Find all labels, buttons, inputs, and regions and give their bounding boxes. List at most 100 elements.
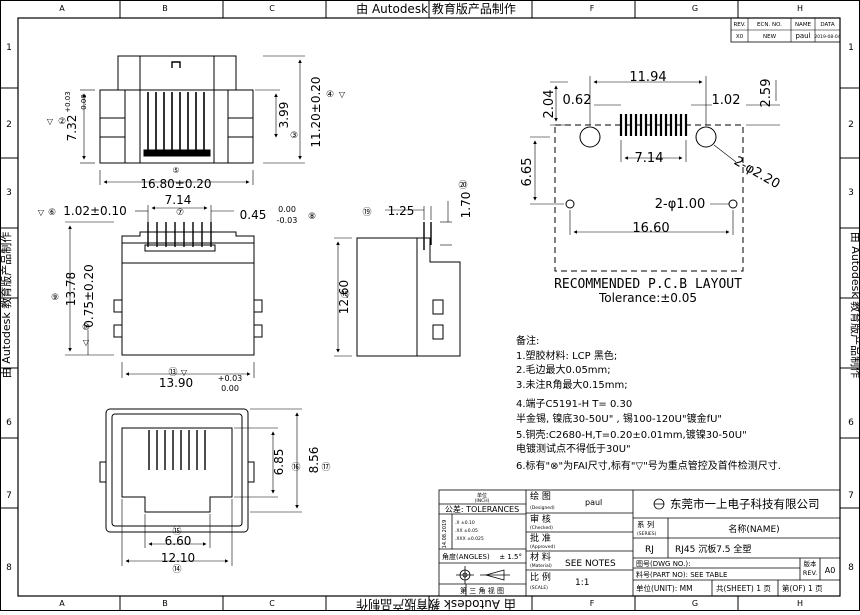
note-line: 1.塑胶材料: LCP 黑色; [516, 349, 617, 362]
projection-label: 第 三 角 视 图 [460, 586, 504, 595]
drawn-value: paul [585, 498, 602, 507]
zone-row-label: 3 [6, 188, 12, 198]
bottom-view [99, 408, 302, 566]
dim-top-2-04: 2.04 [542, 90, 557, 119]
note-line: 半金锡, 镍底30-50U" , 锡100-120U"镀金fU" [516, 412, 722, 425]
scale-label: 比 例 [530, 571, 551, 583]
dim-pin-span-7-14: 7.14 [635, 151, 664, 166]
part-label: 料号(PART NO): SEE TABLE [636, 570, 727, 579]
revision-table: REV. ECN. NO. NAME DATA X0 NEW paul 2019… [730, 17, 841, 43]
dim-height-3-99: 3.99 [277, 102, 291, 129]
badge-08: ⑧ [308, 212, 316, 222]
dim-pin-width-0-45: 0.45 [240, 208, 267, 222]
front-top-view [80, 55, 305, 185]
dim-pin-width-tol-plus: 0.00 [278, 205, 296, 214]
rev-cell: paul [795, 32, 810, 40]
fai-icon: ▽ [339, 90, 346, 99]
zone-col-label: H [797, 4, 803, 13]
approved-sub: (Approved) [530, 544, 555, 550]
note-line: 6.标有"⊗"为FAI尺寸,标有"▽"号为重点管控及首件检测尺寸. [516, 459, 781, 472]
front-view-dims: 1.02±0.10 7.14 0.45 0.00 -0.03 13.78 0.7… [38, 193, 316, 393]
side-view-dims: 1.25 1.70 12.60 ⑲ ⑳ ⑱ [337, 180, 473, 314]
dim-lead-1-25: 1.25 [388, 204, 415, 218]
zone-col-label: B [162, 4, 168, 13]
material-label: 材 料 [530, 551, 551, 563]
approved-label: 批 准 [530, 532, 551, 544]
dim-left-7-32: 7.32 [65, 115, 79, 142]
title-block-text: 单位 (INCH) 公差: TOLERANCES .X ±0.10 .XX ±0… [442, 490, 835, 595]
series-value: RJ [645, 545, 654, 555]
material-value: SEE NOTES [565, 559, 616, 569]
fai-icon: ▽ [83, 338, 90, 347]
note-line: 5.铜壳:C2680-H,T=0.20±0.01mm,镀镍30-50U" [516, 428, 747, 441]
note-line: 电镀测试点不得低于30U" [516, 442, 631, 455]
dim-height-12-60: 12.60 [337, 280, 351, 314]
zone-row-label: 2 [848, 120, 854, 130]
dim-vertical-6-65: 6.65 [520, 158, 535, 187]
dim-lead-height-1-70: 1.70 [459, 192, 473, 219]
dim-standoff-0-75: 0.75±0.20 [82, 264, 96, 328]
watermark-top: 由 Autodesk 教育版产品制作 [356, 1, 516, 16]
dwg-label: 图号(DWG NO.): [636, 560, 690, 568]
badge-07: ⑦ [176, 208, 184, 218]
zone-row-label: 6 [848, 418, 854, 428]
badge-03: ③ [290, 131, 298, 141]
series-sub: (SERIES) [637, 531, 657, 537]
series-label: 系 列 [637, 519, 654, 529]
pcb-title: RECOMMENDED P.C.B LAYOUT [554, 277, 742, 292]
rev-cell: X0 [736, 34, 744, 40]
badge-02: ② [58, 117, 66, 127]
dim-width-tol-minus: 0.00 [221, 384, 239, 393]
pcb-layout [530, 76, 780, 272]
dim-pitch-1-02: 1.02±0.10 [63, 204, 127, 218]
name-label: 名称(NAME) [728, 523, 779, 535]
zone-rows: 1 2 3 6 7 8 1 2 3 6 7 8 [0, 43, 860, 573]
badge-06: ⑥ [48, 208, 56, 218]
dim-height-13-78: 13.78 [64, 272, 78, 306]
note-line: 3.未注R角最大0.15mm; [516, 378, 628, 391]
drawn-sub: (Designed) [530, 505, 555, 511]
zone-row-label: 1 [848, 43, 854, 53]
badge-19: ⑲ [362, 207, 371, 218]
note-line: 4.端子C5191-H T= 0.30 [516, 397, 632, 410]
drawn-label: 绘 图 [530, 490, 551, 502]
badge-18: ⑱ [340, 289, 349, 300]
dim-right-2-59: 2.59 [759, 79, 774, 108]
company-name: 东莞市一上电子科技有限公司 [670, 497, 820, 511]
scale-value: 1:1 [575, 578, 589, 588]
rev-header: NAME [795, 22, 812, 28]
dim-width-16-80: 16.80±0.20 [140, 177, 211, 191]
title-block [438, 489, 841, 597]
zone-col-label: A [59, 599, 65, 608]
scale-sub: (SCALE) [530, 585, 548, 591]
dim-height-8-56: 8.56 [307, 447, 321, 474]
unit-sub: (INCH) [475, 498, 490, 504]
pcb-tolerance: Tolerance:±0.05 [598, 291, 697, 305]
badge-05: ⑤ [172, 166, 179, 175]
of-label: 第(OF) 1 页 [782, 583, 823, 593]
rev-label: 版本 [804, 559, 818, 568]
badge-17: ⑰ [321, 462, 330, 473]
fai-icon: ▽ [38, 208, 45, 217]
badge-10: ⑩ [82, 323, 90, 333]
zone-col-label: A [59, 4, 65, 13]
zone-row-label: 8 [6, 563, 12, 573]
zone-row-label: 3 [848, 188, 854, 198]
badge-04: ④ [326, 90, 334, 100]
badge-20: ⑳ [458, 180, 467, 191]
bottom-view-dims: 6.85 8.56 6.60 12.10 ⑮ ⑭ ⑯ ⑰ [161, 447, 331, 575]
dim-width-6-60: 6.60 [165, 534, 192, 548]
zone-col-label: C [269, 599, 275, 608]
dim-left-tol-plus: +0.03 [64, 91, 72, 112]
rev-value: A0 [825, 566, 836, 575]
angles-value: ± 1.5° [499, 553, 522, 561]
tolerances-label: 公差: TOLERANCES [445, 504, 519, 514]
zone-columns: A B C F G H A B C F G H [59, 0, 803, 611]
watermark-right: 由 Autodesk 教育版产品制作 [849, 232, 860, 378]
zone-row-label: 2 [6, 120, 12, 130]
zone-row-label: 1 [6, 43, 12, 53]
badge-16: ⑯ [291, 462, 300, 473]
side-view [334, 201, 461, 357]
dim-pitch-0-62: 0.62 [563, 93, 592, 108]
